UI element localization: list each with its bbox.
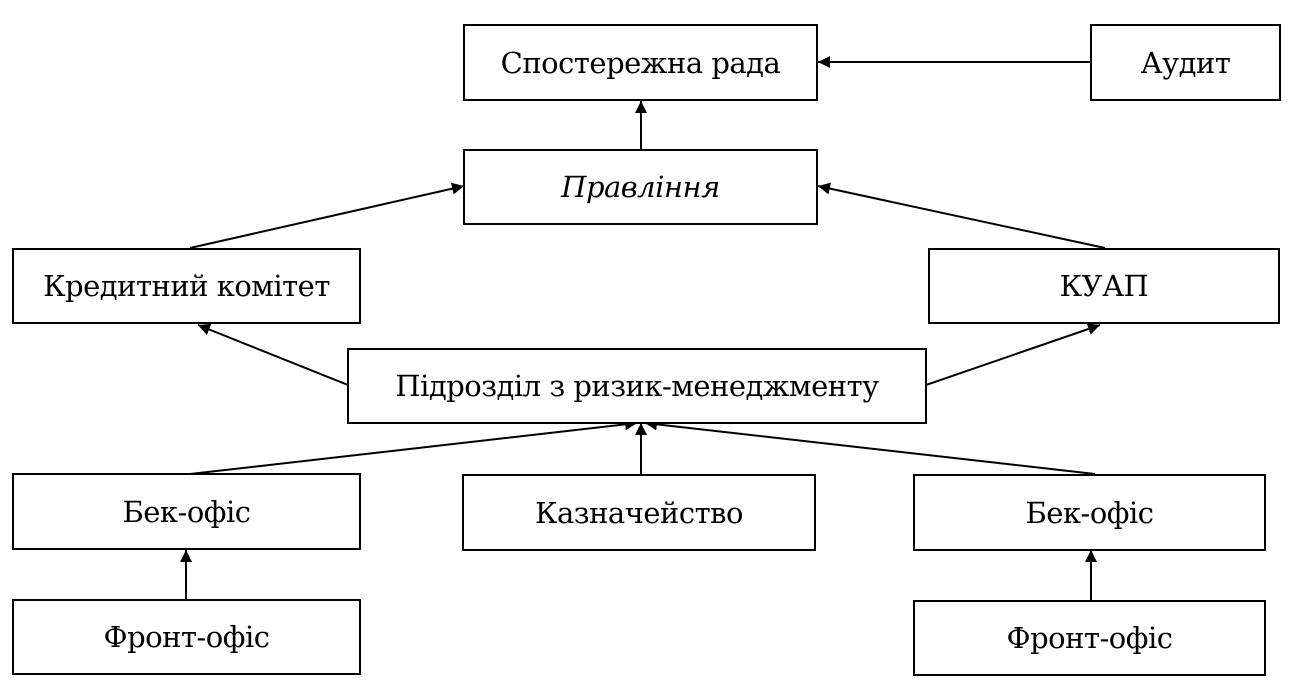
node-board: Правління — [463, 149, 818, 225]
edge-back-office-left-to-risk — [189, 418, 638, 475]
edge-kuap-to-board — [817, 182, 1106, 249]
node-audit: Аудит — [1090, 24, 1281, 101]
node-treasury: Казначейство — [462, 474, 816, 551]
node-label: Підрозділ з ризик-менеджменту — [395, 369, 879, 403]
node-label: Кредитний комітет — [43, 269, 330, 303]
node-label: Фронт-офіс — [103, 620, 270, 654]
node-supervisory-board: Спостережна рада — [463, 24, 818, 101]
node-back-office-right: Бек-офіс — [913, 474, 1266, 551]
edge-risk-to-credit-committee — [197, 323, 349, 386]
node-label: Фронт-офіс — [1006, 621, 1173, 655]
edge-risk-to-kuap — [925, 323, 1101, 386]
node-front-office-left: Фронт-офіс — [12, 599, 361, 675]
node-label: КУАП — [1059, 269, 1149, 303]
node-label: Бек-офіс — [1025, 495, 1154, 530]
edge-back-office-right-to-risk — [644, 418, 1096, 475]
node-label: Правління — [561, 170, 720, 204]
node-label: Казначейство — [535, 495, 743, 530]
node-credit-committee: Кредитний комітет — [12, 248, 361, 324]
edge-credit-committee-to-board — [189, 182, 465, 249]
node-kuap: КУАП — [928, 248, 1280, 324]
node-back-office-left: Бек-офіс — [12, 473, 361, 550]
node-label: Спостережна рада — [500, 45, 781, 80]
node-front-office-right: Фронт-офіс — [913, 600, 1266, 676]
node-label: Аудит — [1140, 45, 1231, 80]
node-label: Бек-офіс — [122, 494, 251, 529]
node-risk-management: Підрозділ з ризик-менеджменту — [347, 348, 927, 424]
